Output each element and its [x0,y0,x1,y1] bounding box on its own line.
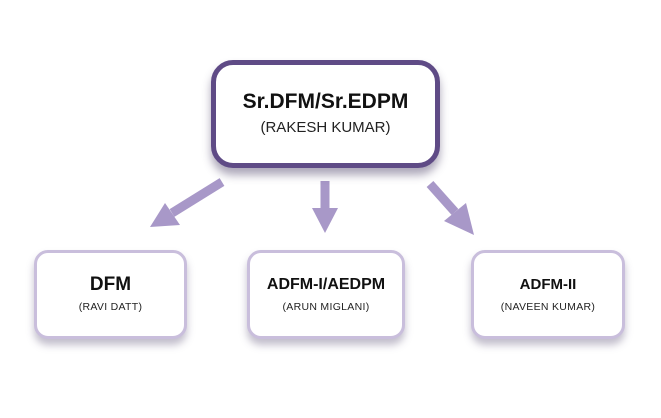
child-node-name: (ARUN MIGLANI) [282,301,370,313]
child-node-name: (RAVI DATT) [78,301,143,313]
child-node-title: ADFM-II [519,276,577,293]
arrow-to-adfm1 [312,181,338,233]
child-node-title: ADFM-I/AEDPM [266,276,386,293]
child-node-adfm-i: ADFM-I/AEDPM (ARUN MIGLANI) [247,250,405,339]
root-node-title: Sr.DFM/Sr.EDPM [242,90,409,113]
root-node-name: (RAKESH KUMAR) [260,119,391,136]
root-node-sr-dfm: Sr.DFM/Sr.EDPM (RAKESH KUMAR) [211,60,440,168]
child-node-title: DFM [89,274,132,295]
arrow-to-dfm [150,178,225,227]
arrow-to-adfm2 [426,181,474,235]
child-node-adfm-ii: ADFM-II (NAVEEN KUMAR) [471,250,625,339]
child-node-name: (NAVEEN KUMAR) [500,301,596,313]
child-node-dfm: DFM (RAVI DATT) [34,250,187,339]
